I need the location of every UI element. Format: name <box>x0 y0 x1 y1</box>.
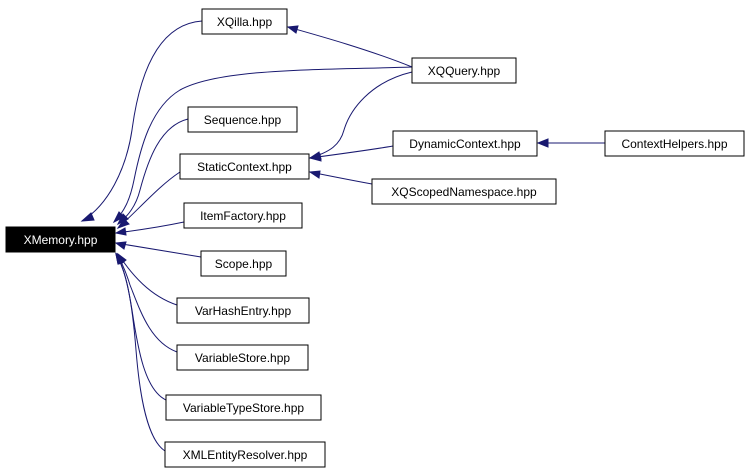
edge-xqilla-to-xmemory-arrowhead <box>80 212 95 222</box>
node-xmemory-label: XMemory.hpp <box>24 233 98 247</box>
edge-xqquery-to-xmemory <box>113 66 413 223</box>
edge-scope-to-xmemory-arrowhead <box>114 241 127 250</box>
node-xqscopednamespace[interactable]: XQScopedNamespace.hpp <box>371 178 557 205</box>
node-variabletypestore[interactable]: VariableTypeStore.hpp <box>165 394 322 421</box>
edge-scope-to-xmemory <box>115 242 202 258</box>
node-itemfactory-label: ItemFactory.hpp <box>200 209 286 223</box>
node-variabletypestore-label: VariableTypeStore.hpp <box>183 401 305 415</box>
edge-variabletypestore-to-xmemory <box>115 253 167 401</box>
edge-dynamiccontext-to-staticcontext-arrowhead <box>308 153 322 162</box>
node-variablestore[interactable]: VariableStore.hpp <box>176 344 309 371</box>
edge-contexthelpers-to-dynamiccontext-arrowhead <box>536 138 549 148</box>
edge-xmlentityresolver-to-xmemory <box>115 253 166 452</box>
node-dynamiccontext-label: DynamicContext.hpp <box>409 137 521 151</box>
node-scope[interactable]: Scope.hpp <box>200 250 287 277</box>
node-xmlentityresolver-label: XMLEntityResolver.hpp <box>183 448 308 462</box>
edge-variablestore-to-xmemory <box>116 253 178 353</box>
node-variablestore-label: VariableStore.hpp <box>195 351 291 365</box>
node-staticcontext[interactable]: StaticContext.hpp <box>179 153 310 180</box>
edge-xqquery-to-staticcontext <box>309 71 413 159</box>
node-staticcontext-label: StaticContext.hpp <box>197 160 292 174</box>
node-itemfactory[interactable]: ItemFactory.hpp <box>183 202 303 229</box>
node-varhashentry-label: VarHashEntry.hpp <box>195 304 292 318</box>
edge-varhashentry-to-xmemory <box>117 253 178 306</box>
edge-xqquery-to-xmemory-arrowhead <box>112 211 125 224</box>
node-sequence-label: Sequence.hpp <box>204 113 282 127</box>
edge-xmlentityresolver-to-xmemory-arrowhead <box>115 252 124 265</box>
edge-staticcontext-to-xmemory-arrowhead <box>116 218 130 229</box>
node-xqscopednamespace-label: XQScopedNamespace.hpp <box>391 185 537 199</box>
edge-itemfactory-to-xmemory-arrowhead <box>114 227 127 236</box>
node-xmlentityresolver[interactable]: XMLEntityResolver.hpp <box>164 441 326 468</box>
edge-dynamiccontext-to-staticcontext <box>309 145 394 159</box>
node-sequence[interactable]: Sequence.hpp <box>187 106 298 133</box>
edge-xqquery-to-xqilla-arrowhead <box>286 25 299 34</box>
node-contexthelpers-label: ContextHelpers.hpp <box>621 137 727 151</box>
node-varhashentry[interactable]: VarHashEntry.hpp <box>176 297 310 324</box>
node-xqilla-label: XQilla.hpp <box>217 15 273 29</box>
node-xmemory[interactable]: XMemory.hpp <box>5 226 116 253</box>
nodes: XMemory.hpp XQilla.hpp XQQuery.hpp Seque… <box>5 8 745 468</box>
edge-staticcontext-to-xmemory <box>117 171 181 229</box>
node-xqquery-label: XQQuery.hpp <box>428 64 501 78</box>
node-scope-label: Scope.hpp <box>215 257 273 271</box>
node-xqquery[interactable]: XQQuery.hpp <box>411 57 517 84</box>
edge-sequence-to-xmemory <box>117 118 189 225</box>
node-xqilla[interactable]: XQilla.hpp <box>201 8 288 35</box>
edge-xqquery-to-xqilla <box>287 26 413 68</box>
edges <box>80 20 605 452</box>
node-dynamiccontext[interactable]: DynamicContext.hpp <box>392 130 538 157</box>
edge-xqscopednamespace-to-staticcontext-arrowhead <box>308 170 321 179</box>
edge-xqilla-to-xmemory <box>81 20 203 222</box>
node-contexthelpers[interactable]: ContextHelpers.hpp <box>604 130 745 157</box>
